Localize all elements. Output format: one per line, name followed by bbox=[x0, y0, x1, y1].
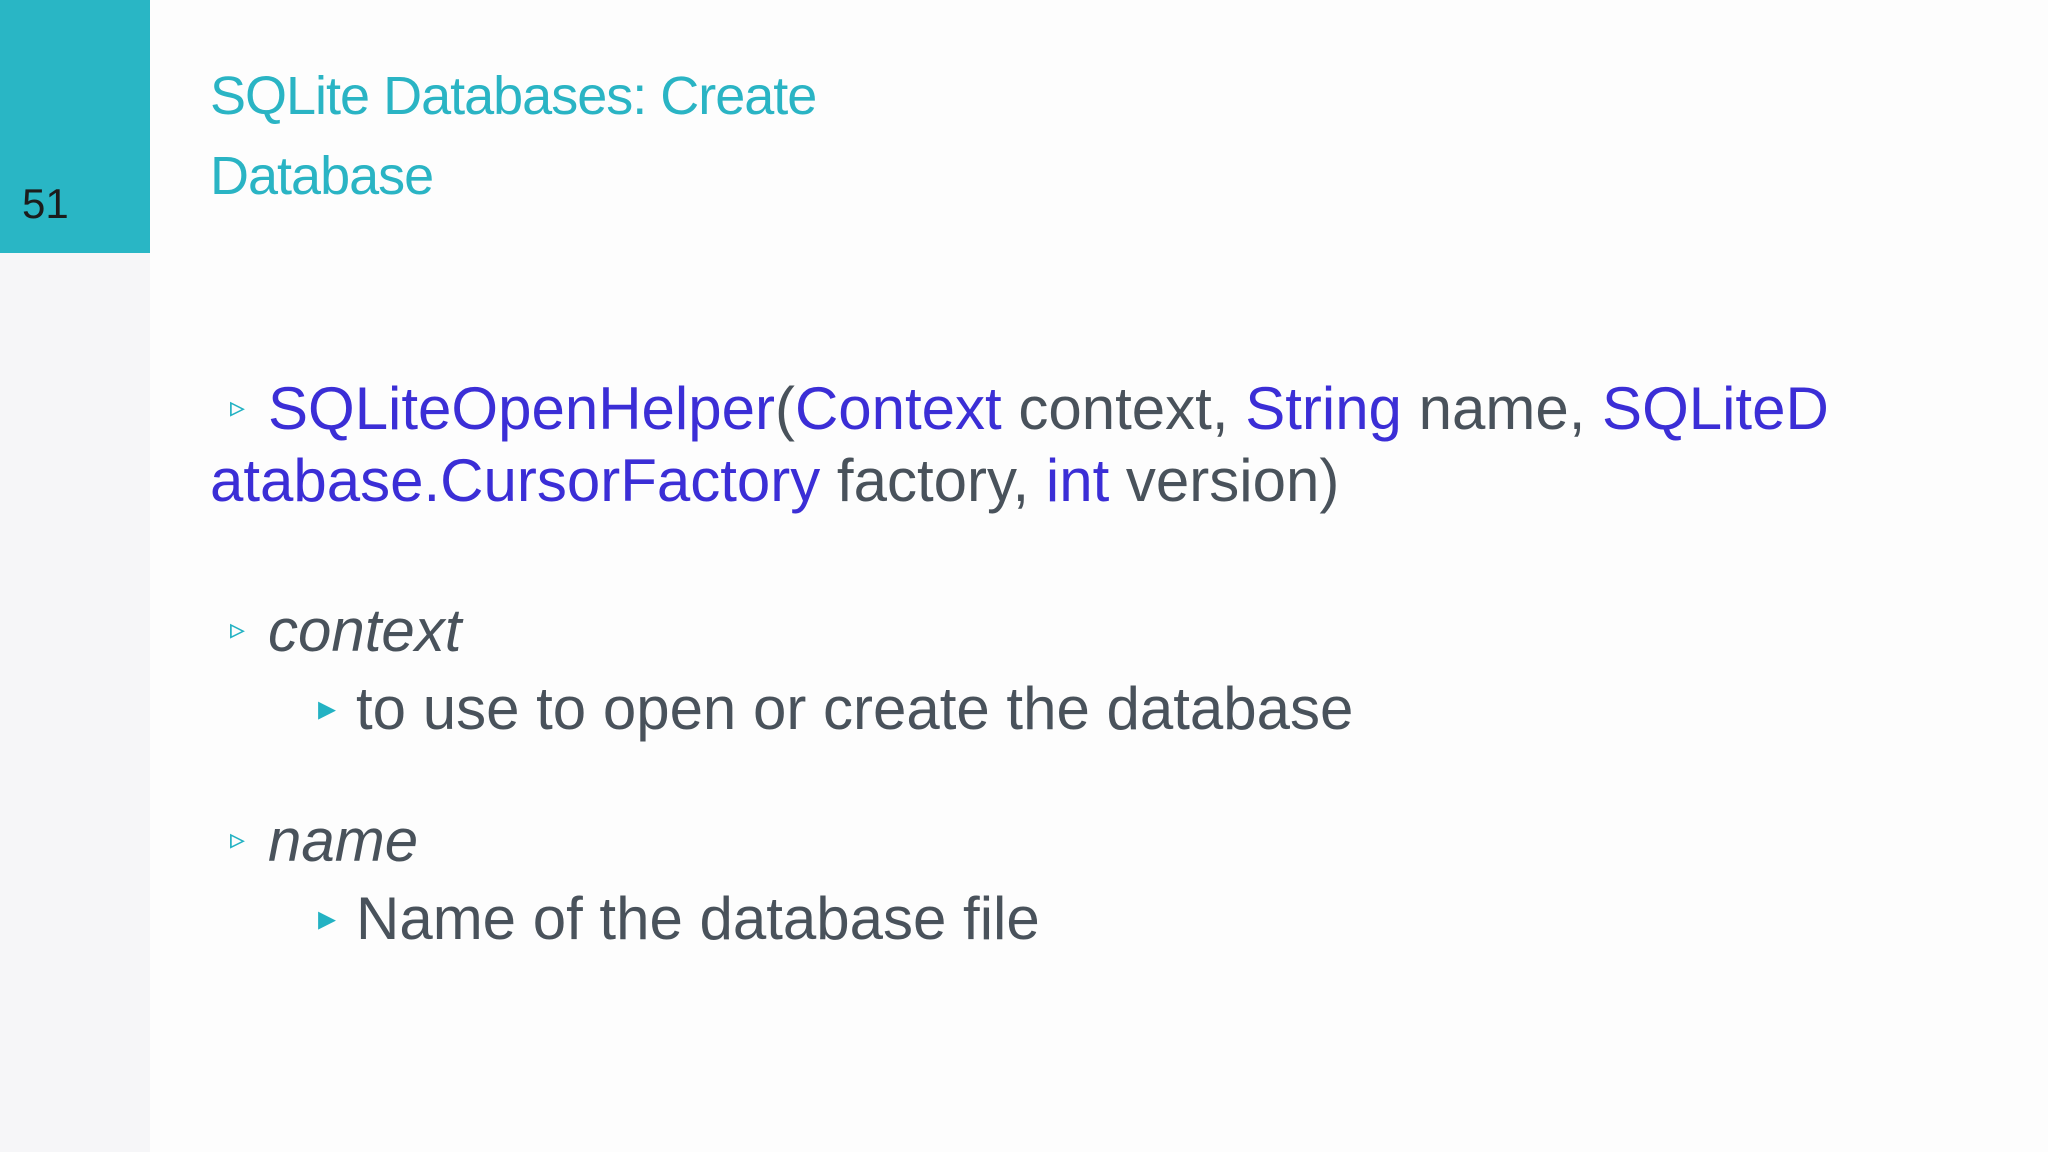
triangle-outline-bullet-icon: ▹ bbox=[230, 823, 246, 856]
param-desc: Name of the database file bbox=[356, 884, 1040, 952]
code-token: atabase.CursorFactory bbox=[210, 446, 821, 514]
slide-title-line-1: SQLite Databases: Create bbox=[210, 66, 817, 126]
signature-text-line-2: atabase.CursorFactory factory, int versi… bbox=[210, 446, 1339, 515]
code-token: SQLiteOpenHelper bbox=[268, 374, 775, 442]
slide-body: ▹ SQLiteOpenHelper(Context context, Stri… bbox=[210, 372, 2020, 954]
page-number-block: 51 bbox=[0, 0, 150, 253]
param-name-bullet: ▹ name bbox=[210, 804, 2020, 876]
triangle-outline-bullet-icon: ▹ bbox=[230, 613, 246, 646]
slide-title-line-2: Database bbox=[210, 146, 434, 206]
param-term: context bbox=[268, 596, 462, 664]
code-token: String bbox=[1245, 374, 1402, 442]
param-context-bullet: ▹ context bbox=[210, 594, 2020, 666]
code-token: context, bbox=[1001, 374, 1246, 442]
code-token: name, bbox=[1401, 374, 1603, 442]
code-token: SQLiteD bbox=[1602, 374, 1829, 442]
triangle-filled-bullet-icon: ▸ bbox=[318, 897, 337, 938]
signature-wrap-line-2: atabase.CursorFactory factory, int versi… bbox=[210, 444, 2020, 516]
param-context-description-bullet: ▸ to use to open or create the database bbox=[210, 672, 2020, 744]
page-number: 51 bbox=[22, 180, 69, 227]
param-term: name bbox=[268, 806, 419, 874]
param-name-description-bullet: ▸ Name of the database file bbox=[210, 882, 2020, 954]
signature-text-line-1: SQLiteOpenHelper(Context context, String… bbox=[268, 374, 1829, 443]
signature-bullet-line-1: ▹ SQLiteOpenHelper(Context context, Stri… bbox=[210, 372, 2020, 444]
param-desc: to use to open or create the database bbox=[356, 674, 1354, 742]
code-token: Context bbox=[794, 374, 1002, 442]
code-token: int bbox=[1045, 446, 1110, 514]
triangle-outline-bullet-icon: ▹ bbox=[230, 391, 246, 424]
triangle-filled-bullet-icon: ▸ bbox=[318, 687, 337, 728]
slide-title: SQLite Databases: Create Database bbox=[210, 56, 817, 216]
code-token: version) bbox=[1109, 446, 1340, 514]
code-token: factory, bbox=[820, 446, 1046, 514]
code-token: ( bbox=[774, 374, 795, 442]
